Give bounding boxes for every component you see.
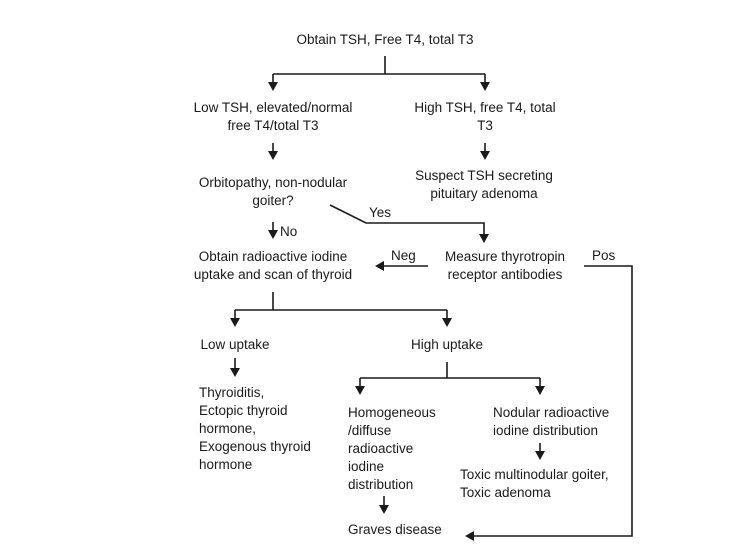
- node-line: Ectopic thyroid: [199, 403, 288, 418]
- arrowhead-graves: [465, 531, 474, 541]
- node-orbitopathy: Orbitopathy, non-nodular goiter?: [199, 174, 347, 210]
- node-graves: Graves disease: [348, 521, 442, 539]
- arrowhead-orbitopathy: [268, 151, 278, 160]
- node-line: iodine: [348, 459, 385, 474]
- node-line: Obtain TSH, Free T4, total T3: [296, 32, 474, 47]
- node-start: Obtain TSH, Free T4, total T3: [296, 31, 473, 49]
- node-line: radioactive: [348, 441, 414, 456]
- node-line: hormone: [199, 457, 253, 472]
- arrowhead-radioactive: [268, 230, 278, 239]
- arrowhead-neg: [375, 261, 384, 271]
- node-nodular: Nodular radioactive iodine distribution: [493, 404, 609, 440]
- connector-yes: [329, 204, 485, 236]
- arrowhead-high-uptake: [442, 318, 452, 327]
- node-line: Graves disease: [348, 522, 442, 537]
- node-line: pituitary adenoma: [430, 186, 538, 201]
- arrowhead-thyroiditis: [230, 368, 240, 377]
- node-line: Thyroiditis,: [199, 385, 265, 400]
- node-low-uptake: Low uptake: [200, 336, 269, 354]
- node-low-tsh: Low TSH, elevated/normal free T4/total T…: [194, 99, 353, 135]
- node-line: free T4/total T3: [227, 118, 319, 133]
- edge-label-no: No: [280, 224, 298, 239]
- node-line: High uptake: [410, 337, 484, 352]
- edge-label-yes: Yes: [369, 205, 392, 220]
- node-line: uptake and scan of thyroid: [193, 267, 353, 282]
- node-measure-antibodies: Measure thyrotropin receptor antibodies: [445, 248, 565, 284]
- arrowhead-high-tsh: [480, 82, 490, 91]
- node-line: distribution: [348, 477, 414, 492]
- node-line: Low uptake: [200, 337, 270, 352]
- node-line: iodine distribution: [493, 423, 599, 438]
- node-line: goiter?: [252, 193, 294, 208]
- node-line: Low TSH, elevated/normal: [193, 100, 353, 115]
- node-line: Exogenous thyroid: [199, 439, 311, 454]
- node-radioactive-iodine: Obtain radioactive iodine uptake and sca…: [194, 248, 352, 284]
- arrowhead-low-uptake: [230, 318, 240, 327]
- edge-label-pos: Pos: [592, 248, 616, 263]
- node-line: T3: [477, 118, 493, 133]
- node-line: /diffuse: [348, 423, 392, 438]
- arrowhead-toxic: [535, 451, 545, 460]
- node-thyroiditis: Thyroiditis, Ectopic thyroid hormone, Ex…: [199, 384, 311, 474]
- node-line: Toxic multinodular goiter,: [460, 467, 609, 482]
- node-line: receptor antibodies: [447, 267, 563, 282]
- node-line: Obtain radioactive iodine: [198, 249, 348, 264]
- arrowhead-suspect: [480, 151, 490, 160]
- arrowhead-graves-from-homogeneous: [379, 505, 389, 514]
- node-line: Measure thyrotropin: [444, 249, 566, 264]
- node-line: hormone,: [199, 421, 257, 436]
- node-line: Orbitopathy, non-nodular: [198, 175, 348, 190]
- node-line: Homogeneous: [348, 405, 436, 420]
- edge-label-neg: Neg: [391, 248, 416, 263]
- arrowhead-low-tsh: [268, 82, 278, 91]
- node-suspect-adenoma: Suspect TSH secreting pituitary adenoma: [415, 167, 553, 203]
- node-line: Toxic adenoma: [460, 485, 551, 500]
- node-homogeneous: Homogeneous /diffuse radioactive iodine …: [348, 404, 436, 494]
- node-high-tsh: High TSH, free T4, total T3: [414, 99, 555, 135]
- node-line: Suspect TSH secreting: [415, 168, 553, 183]
- node-toxic: Toxic multinodular goiter, Toxic adenoma: [460, 466, 609, 502]
- node-line: High TSH, free T4, total: [414, 100, 556, 115]
- node-high-uptake: High uptake: [411, 336, 483, 354]
- node-line: Nodular radioactive: [493, 405, 610, 420]
- connector-pos: [472, 265, 633, 537]
- arrowhead-nodular: [535, 386, 545, 395]
- arrowhead-measure: [479, 234, 489, 243]
- arrowhead-homogeneous: [355, 386, 365, 395]
